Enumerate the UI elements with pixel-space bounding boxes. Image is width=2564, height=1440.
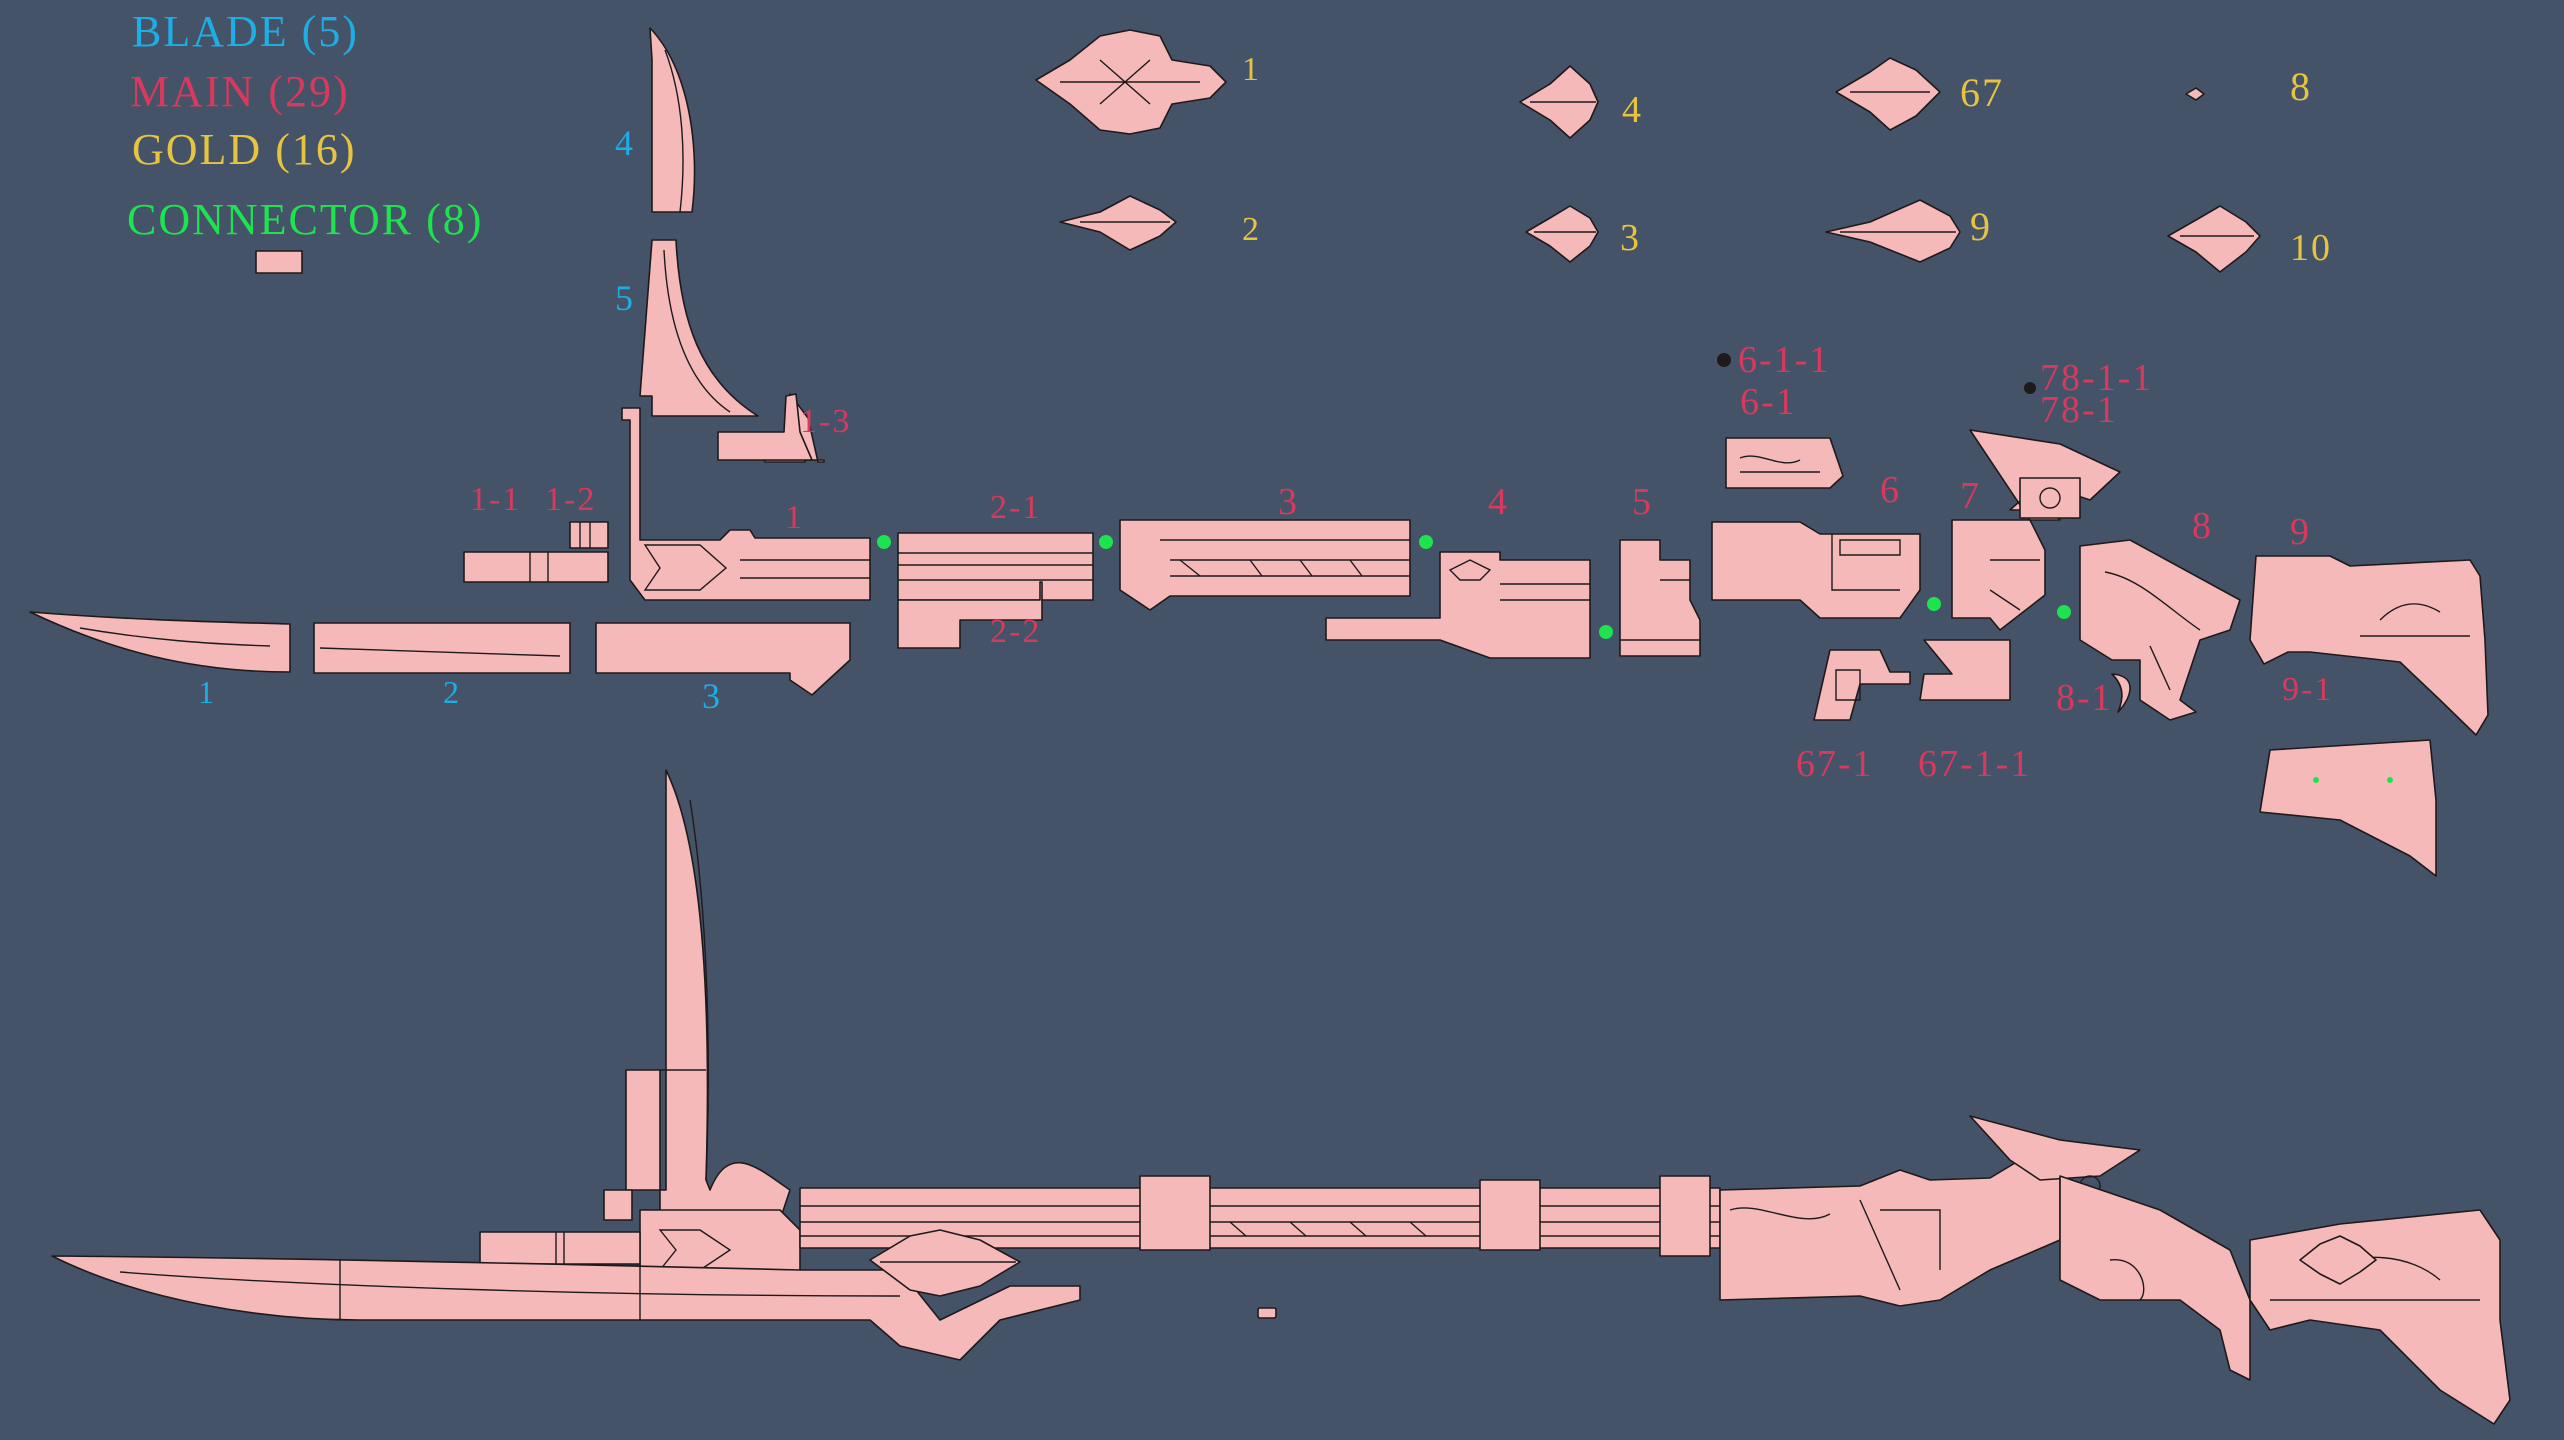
main-label-67-1: 67-1 — [1796, 743, 1874, 785]
assembled-barrel-clamp-2 — [1479, 1179, 1541, 1251]
assembled-weapon — [51, 769, 2511, 1425]
main-label-6: 6 — [1880, 469, 1901, 511]
connector-dot-3 — [1419, 535, 1433, 549]
blade-label-1: 1 — [198, 674, 216, 710]
gold-piece-8 — [2185, 87, 2205, 101]
main-piece-78-1-1 — [2024, 382, 2036, 394]
assembled-barrel-clamp-3 — [1659, 1175, 1711, 1257]
assembled-hammer — [1969, 1115, 2141, 1181]
main-piece-8 — [2079, 539, 2241, 721]
gold-label-9: 9 — [1970, 204, 1992, 249]
gold-label-1: 1 — [1242, 51, 1261, 88]
gold-piece-2 — [1059, 195, 1177, 251]
main-piece-5 — [1619, 539, 1701, 657]
main-label-9: 9 — [2290, 511, 2311, 553]
connectors — [877, 535, 2071, 639]
main-piece-6 — [1711, 521, 1921, 619]
main-label-6-1-1: 6-1-1 — [1738, 339, 1830, 381]
gold-piece-10 — [2167, 205, 2261, 273]
assembled-grip — [479, 1231, 641, 1265]
gold-piece-67 — [1835, 57, 1941, 131]
assembled-lever — [2059, 1175, 2251, 1381]
legend-swatch — [255, 250, 303, 274]
main-label-7: 7 — [1960, 475, 1981, 517]
gold-label-3: 3 — [1620, 217, 1641, 259]
main-piece-7 — [1951, 519, 2046, 631]
connector-dot-4 — [1599, 625, 1613, 639]
blade-piece-4 — [649, 27, 696, 213]
gold-label-10: 10 — [2290, 227, 2332, 269]
assembled-stock — [2249, 1209, 2511, 1425]
blade-piece-1 — [29, 611, 291, 673]
main-label-6-1: 6-1 — [1740, 381, 1797, 423]
main-piece-8-1 — [2111, 673, 2131, 713]
main-piece-67-1-1 — [1919, 639, 2011, 701]
main-label-2-1: 2-1 — [990, 489, 1041, 526]
blade-label-2: 2 — [443, 674, 461, 710]
main-parts: 1-1 1-2 1-3 1 2-1 2-2 3 4 5 6 6-1 6-1-1 … — [463, 339, 2489, 877]
main-piece-6-1-1 — [1717, 353, 1731, 367]
gold-label-67: 67 — [1960, 70, 2004, 115]
connector-dot-6 — [2057, 605, 2071, 619]
legend-gold: GOLD (16) — [132, 125, 357, 174]
gold-label-2: 2 — [1242, 211, 1261, 248]
main-piece-4 — [1325, 551, 1591, 659]
main-piece-1 — [621, 407, 871, 601]
assembled-gold-ornament — [869, 1229, 1021, 1297]
blade-piece-2 — [313, 622, 571, 674]
main-piece-9-1 — [2259, 739, 2437, 877]
gold-label-8: 8 — [2290, 64, 2312, 109]
assembled-barrel-clamp-1 — [1139, 1175, 1211, 1251]
assembled-lower-blade — [51, 1255, 1081, 1361]
main-label-8-1: 8-1 — [2056, 677, 2113, 719]
main-piece-1-3-body — [717, 393, 813, 461]
assembled-stock-ornament — [2299, 1235, 2377, 1285]
main-label-9-1: 9-1 — [2282, 671, 2333, 708]
gold-parts: 1 2 3 4 67 9 8 10 — [1035, 29, 2332, 273]
main-piece-1-1 — [463, 551, 609, 583]
main-label-78-1: 78-1 — [2040, 389, 2118, 431]
gold-piece-3 — [1525, 205, 1599, 263]
legend-connector: CONNECTOR (8) — [127, 195, 483, 244]
main-label-67-1-1: 67-1-1 — [1918, 743, 2031, 785]
blade-piece-3 — [595, 622, 851, 696]
main-label-1-1: 1-1 — [470, 481, 521, 518]
connector-dot-1 — [877, 535, 891, 549]
assembled-cap — [603, 1189, 633, 1221]
main-label-1-3: 1-3 — [800, 403, 851, 440]
main-piece-1-2 — [569, 521, 609, 549]
legend: BLADE (5) MAIN (29) GOLD (16) CONNECTOR … — [127, 7, 483, 274]
assembled-upper-blade — [625, 769, 791, 1221]
main-piece-2-2 — [897, 581, 1043, 649]
main-piece-67-1 — [1813, 649, 1911, 721]
connector-dot-2 — [1099, 535, 1113, 549]
main-label-1: 1 — [785, 499, 804, 536]
main-label-8: 8 — [2192, 505, 2213, 547]
blade-piece-5 — [639, 239, 759, 417]
legend-main: MAIN (29) — [130, 67, 350, 116]
main-piece-2-1 — [897, 532, 1094, 601]
main-label-78-1-1: 78-1-1 — [2040, 357, 2153, 399]
main-label-3: 3 — [1278, 481, 1299, 523]
blade-label-3: 3 — [702, 676, 722, 716]
main-label-1-2: 1-2 — [545, 481, 596, 518]
assembled-small-part — [1257, 1307, 1277, 1319]
gold-piece-9 — [1825, 199, 1961, 263]
legend-blade: BLADE (5) — [132, 7, 359, 56]
main-label-5: 5 — [1632, 481, 1653, 523]
connector-dot-5 — [1927, 597, 1941, 611]
blade-label-4: 4 — [615, 123, 635, 163]
main-piece-9 — [2249, 555, 2489, 736]
main-piece-3 — [1119, 519, 1411, 611]
main-piece-78-1-block — [2019, 477, 2081, 519]
blade-label-5: 5 — [615, 278, 635, 318]
blade-parts: 1 2 3 4 5 — [29, 27, 851, 716]
assembled-receiver — [1719, 1159, 2061, 1307]
main-label-2-2: 2-2 — [990, 613, 1041, 650]
main-label-4: 4 — [1488, 481, 1509, 523]
gold-label-4: 4 — [1622, 89, 1643, 131]
